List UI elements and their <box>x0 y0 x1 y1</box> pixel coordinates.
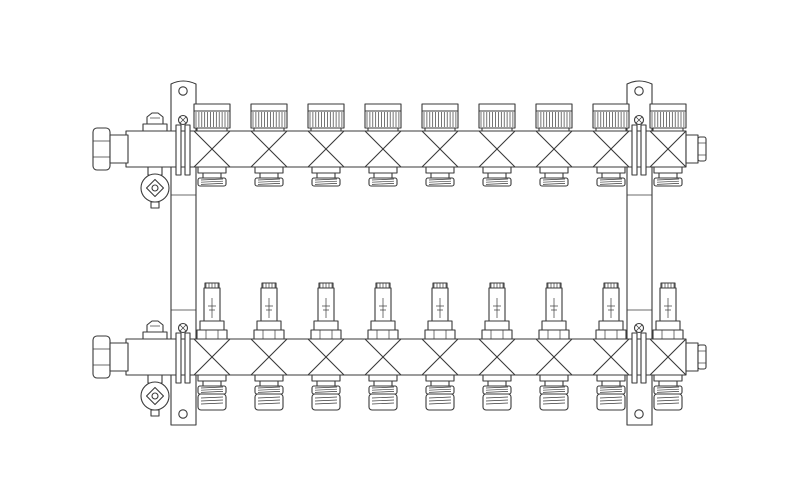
thermostatic-cap-icon <box>649 103 687 132</box>
thermostatic-cap-icon <box>307 103 345 132</box>
supply-outlet-2 <box>250 103 288 187</box>
thermostatic-cap-icon <box>193 103 231 132</box>
thermostatic-cap-icon <box>478 103 516 132</box>
return-manifold-bar <box>125 338 687 376</box>
return-outlet-9 <box>649 282 687 411</box>
supply-outlet-8 <box>592 103 630 187</box>
return-outlet-1 <box>193 282 231 411</box>
flow-meter-icon <box>253 282 285 340</box>
supply-outlet-7 <box>535 103 573 187</box>
flow-meter-icon <box>481 282 513 340</box>
return-outlet-6 <box>478 282 516 411</box>
flow-meter-icon <box>367 282 399 340</box>
return-manifold <box>92 282 707 417</box>
supply-left-clamp <box>175 114 191 176</box>
supply-outlet-9 <box>649 103 687 187</box>
supply-outlet-1 <box>193 103 231 187</box>
thermostatic-cap-icon <box>421 103 459 132</box>
thermostatic-cap-icon <box>250 103 288 132</box>
thermostatic-cap-icon <box>592 103 630 132</box>
thermostatic-cap-icon <box>364 103 402 132</box>
supply-outlet-6 <box>478 103 516 187</box>
return-inlet-nut <box>92 335 129 379</box>
return-outlet-4 <box>364 282 402 411</box>
return-right-clamp <box>631 322 647 384</box>
return-end-cap <box>685 342 707 372</box>
supply-inlet-nut <box>92 127 129 171</box>
flow-meter-icon <box>310 282 342 340</box>
flow-meter-icon <box>595 282 627 340</box>
supply-manifold-bar <box>125 130 687 168</box>
return-outlet-2 <box>250 282 288 411</box>
supply-air-vent <box>142 112 168 132</box>
flow-meter-icon <box>652 282 684 340</box>
supply-outlet-5 <box>421 103 459 187</box>
supply-right-clamp <box>631 114 647 176</box>
return-left-clamp <box>175 322 191 384</box>
flow-meter-icon <box>424 282 456 340</box>
supply-outlet-4 <box>364 103 402 187</box>
supply-manifold <box>92 103 707 209</box>
supply-end-cap <box>685 134 707 164</box>
flow-meter-icon <box>538 282 570 340</box>
thermostatic-cap-icon <box>535 103 573 132</box>
return-air-vent <box>142 320 168 340</box>
return-drain-valve <box>140 374 170 417</box>
supply-outlet-3 <box>307 103 345 187</box>
flow-meter-icon <box>196 282 228 340</box>
return-outlet-3 <box>307 282 345 411</box>
return-outlet-7 <box>535 282 573 411</box>
return-outlet-8 <box>592 282 630 411</box>
return-outlet-5 <box>421 282 459 411</box>
supply-drain-valve <box>140 166 170 209</box>
